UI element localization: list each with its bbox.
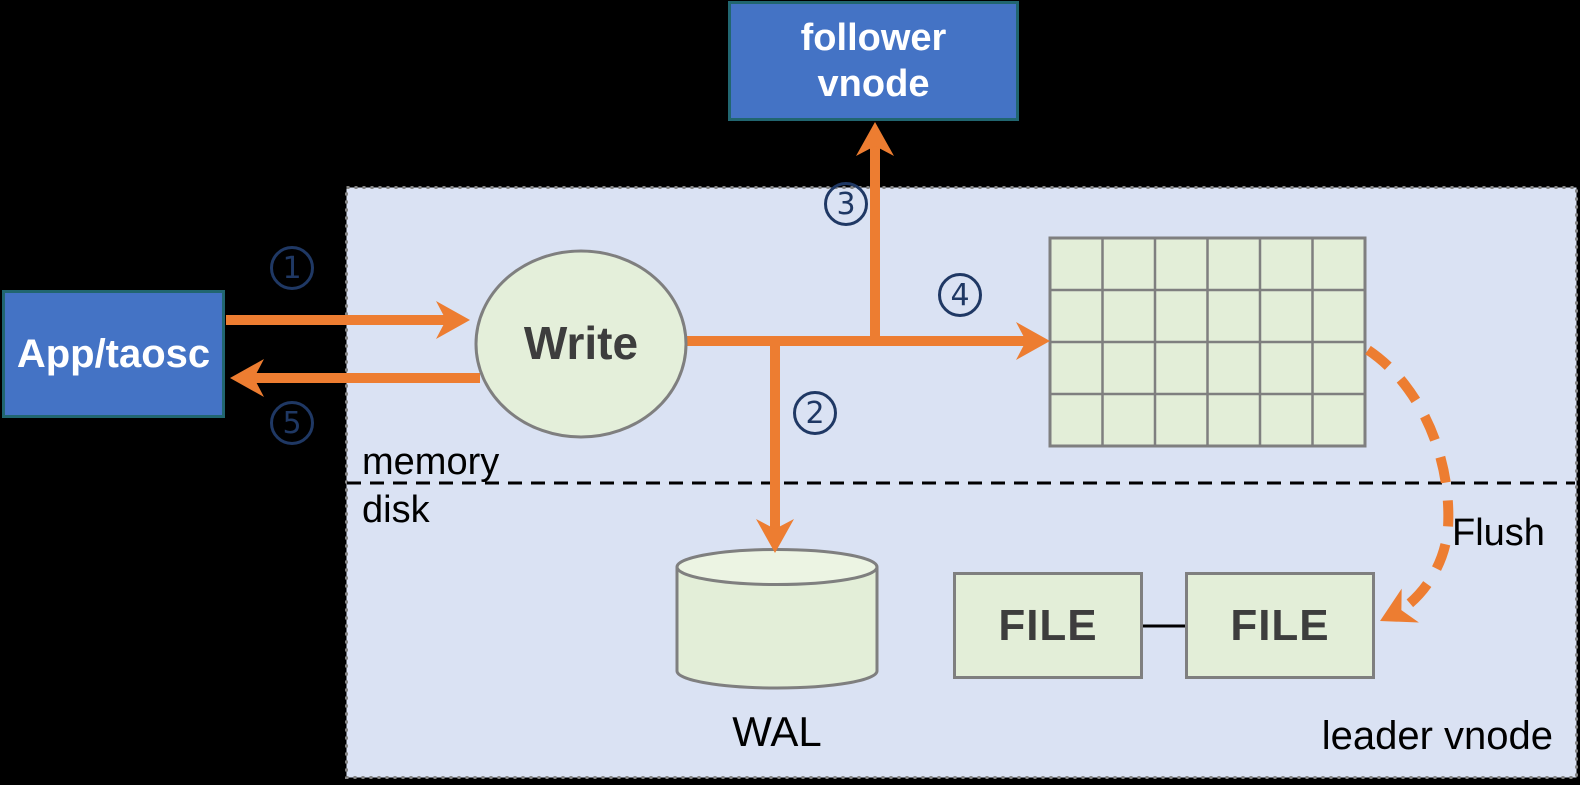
- wal-label: WAL: [732, 708, 822, 755]
- write-label: Write: [523, 317, 639, 369]
- step-badge-5: 5: [270, 401, 314, 445]
- app-taosc-node: App/taosc: [2, 290, 225, 418]
- file-box-left: FILE: [953, 572, 1143, 679]
- step-badge-4: 4: [938, 273, 982, 317]
- flush-label: Flush: [1452, 512, 1545, 554]
- disk-label: disk: [362, 489, 430, 531]
- step-badge-2: 2: [793, 391, 837, 435]
- leader-vnode-label: leader vnode: [1321, 714, 1553, 758]
- file-box-right: FILE: [1185, 572, 1375, 679]
- wal-cylinder: [675, 548, 879, 690]
- write-ellipse: [474, 249, 688, 439]
- step-badge-3: 3: [824, 182, 868, 226]
- arrowhead-step3: [856, 122, 894, 156]
- arrowhead-step5: [230, 359, 264, 397]
- file-left-label: FILE: [998, 600, 1098, 650]
- arrowhead-step1: [436, 301, 470, 339]
- step-badge-1: 1: [270, 246, 314, 290]
- memory-label: memory: [362, 441, 500, 483]
- app-taosc-label: App/taosc: [16, 331, 211, 376]
- follower-vnode-node: follower vnode: [728, 1, 1019, 121]
- file-right-label: FILE: [1230, 600, 1330, 650]
- follower-vnode-label: follower vnode: [800, 16, 947, 105]
- arrowhead-flush: [1380, 588, 1419, 623]
- arrowheads: [230, 122, 1419, 623]
- mem-table-grid: [1048, 236, 1367, 448]
- flush-dashed-curve: [1365, 345, 1454, 617]
- arrowhead-step4: [1016, 322, 1050, 360]
- arrowhead-step2: [756, 519, 794, 553]
- flow-arrows: [226, 144, 1454, 617]
